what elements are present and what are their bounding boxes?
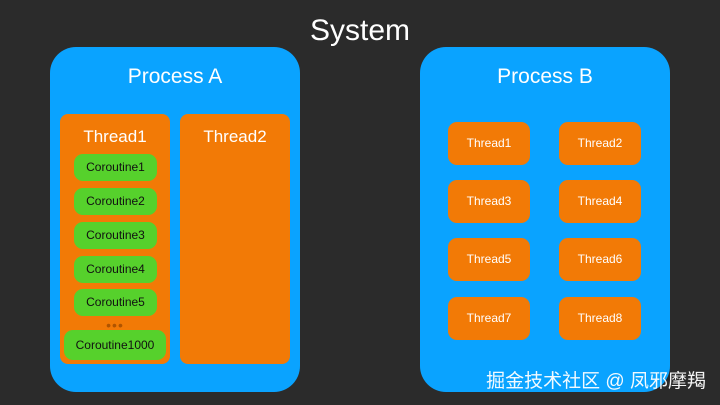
coroutine-3: Coroutine3 (74, 222, 157, 249)
process-b-box: Process B Thread1 Thread2 Thread3 Thread… (420, 47, 670, 392)
coroutine-ellipsis: ••• (106, 317, 124, 333)
process-b-title: Process B (497, 65, 593, 88)
thread1-label: Thread1 (83, 127, 147, 146)
coroutine-4: Coroutine4 (74, 256, 157, 283)
process-b-thread4: Thread4 (559, 180, 641, 223)
coroutine-5: Coroutine5 (74, 289, 157, 316)
process-a-box: Process A Thread1 Coroutine1 Coroutine2 … (50, 47, 300, 392)
coroutine-1: Coroutine1 (74, 154, 157, 181)
process-b-thread6: Thread6 (559, 238, 641, 281)
process-b-thread3: Thread3 (448, 180, 530, 223)
coroutine-2: Coroutine2 (74, 188, 157, 215)
watermark: 掘金技术社区 @ 凤邪摩羯 (486, 371, 706, 392)
process-b-thread8: Thread8 (559, 297, 641, 340)
system-title: System (309, 14, 411, 47)
process-b-thread7: Thread7 (448, 297, 530, 340)
process-b-thread1: Thread1 (448, 122, 530, 165)
process-b-thread2: Thread2 (559, 122, 641, 165)
process-b-thread5: Thread5 (448, 238, 530, 281)
process-a-thread1: Thread1 Coroutine1 Coroutine2 Coroutine3… (60, 114, 170, 364)
thread2-label: Thread2 (203, 127, 267, 146)
coroutine-1000: Coroutine1000 (64, 330, 166, 360)
process-a-title: Process A (127, 65, 223, 88)
process-a-thread2: Thread2 (180, 114, 290, 364)
